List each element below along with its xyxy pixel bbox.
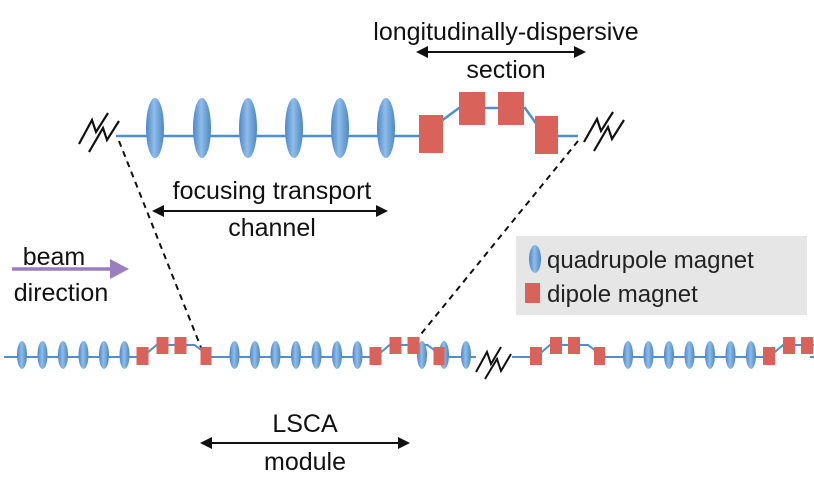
quadrupole-magnet (78, 341, 89, 369)
quadrupole-magnet (664, 341, 674, 369)
quadrupole-magnet (37, 341, 48, 369)
quadrupole-magnet (193, 98, 211, 158)
top-break-right (583, 111, 625, 152)
focusing-label-line2: channel (228, 214, 316, 242)
legend-quadrupole-icon (529, 245, 541, 273)
lsca-label-line1: LSCA (272, 410, 338, 438)
quadrupole-magnet (684, 341, 695, 369)
quadrupole-magnet (291, 341, 301, 369)
dipole-magnet (498, 92, 524, 125)
dipole-magnet (459, 92, 485, 125)
dipole-magnet (407, 337, 420, 354)
dipole-magnet (550, 337, 562, 354)
quadrupole-magnet (119, 341, 130, 369)
quadrupole-magnet (239, 98, 257, 158)
dipole-magnet (433, 347, 445, 365)
top-break-left (78, 112, 120, 153)
dipole-magnet (174, 337, 187, 354)
quadrupole-magnet (623, 341, 633, 369)
top-dipoles (419, 92, 558, 154)
quadrupole-magnet (229, 341, 240, 369)
dipole-magnet (801, 337, 813, 354)
quadrupole-magnet (643, 341, 654, 369)
dispersive-label-line2: section (466, 56, 545, 84)
quadrupole-magnet (17, 341, 27, 369)
bottom-dipoles (136, 337, 813, 365)
quadrupole-magnet (250, 341, 260, 369)
dipole-magnet (783, 337, 795, 354)
beam-label-line2: direction (14, 279, 109, 307)
dipole-magnet (389, 337, 402, 354)
beam-label-line1: beam (23, 243, 86, 271)
legend-dipole-label: dipole magnet (547, 281, 698, 308)
legend-quadrupole-label: quadrupole magnet (547, 247, 754, 274)
quadrupole-magnet (377, 98, 395, 158)
quadrupole-magnet (270, 341, 281, 369)
focusing-arrow (152, 205, 388, 217)
bottom-break (475, 346, 512, 380)
quadrupole-magnet (58, 341, 68, 369)
dipole-magnet (156, 337, 169, 354)
quadrupole-magnet (746, 341, 756, 369)
dipole-magnet (535, 116, 558, 154)
dipole-magnet (419, 115, 443, 153)
quadrupole-magnet (311, 341, 322, 369)
lsca-arrow (200, 437, 410, 449)
focusing-label-line1: focusing transport (173, 177, 372, 205)
quadrupole-magnet (285, 98, 303, 158)
dispersive-label-line1: longitudinally-dispersive (373, 18, 638, 46)
zoom-line-right (407, 140, 579, 351)
dipole-magnet (369, 347, 382, 365)
zoom-line-left (118, 140, 203, 351)
quadrupole-magnet (99, 341, 109, 369)
quadrupole-magnet (705, 341, 715, 369)
dipole-magnet (763, 347, 775, 365)
quadrupole-magnet (146, 98, 164, 158)
bottom-quadrupoles (17, 341, 756, 369)
dipole-magnet (136, 347, 149, 365)
lsca-label-line2: module (264, 448, 346, 476)
dipole-magnet (200, 347, 212, 365)
dispersive-arrow (416, 46, 586, 58)
quadrupole-magnet (352, 341, 363, 369)
quadrupole-magnet (461, 341, 471, 369)
top-quadrupoles (146, 98, 395, 158)
dipole-magnet (568, 337, 580, 354)
quadrupole-magnet (331, 98, 349, 158)
quadrupole-magnet (332, 341, 342, 369)
beam-direction-arrow (12, 259, 129, 279)
legend-box: quadrupole magnet dipole magnet (516, 236, 807, 315)
dipole-magnet (530, 347, 542, 365)
quadrupole-magnet (725, 341, 736, 369)
dipole-magnet (594, 347, 605, 365)
legend-dipole-icon (525, 283, 540, 303)
